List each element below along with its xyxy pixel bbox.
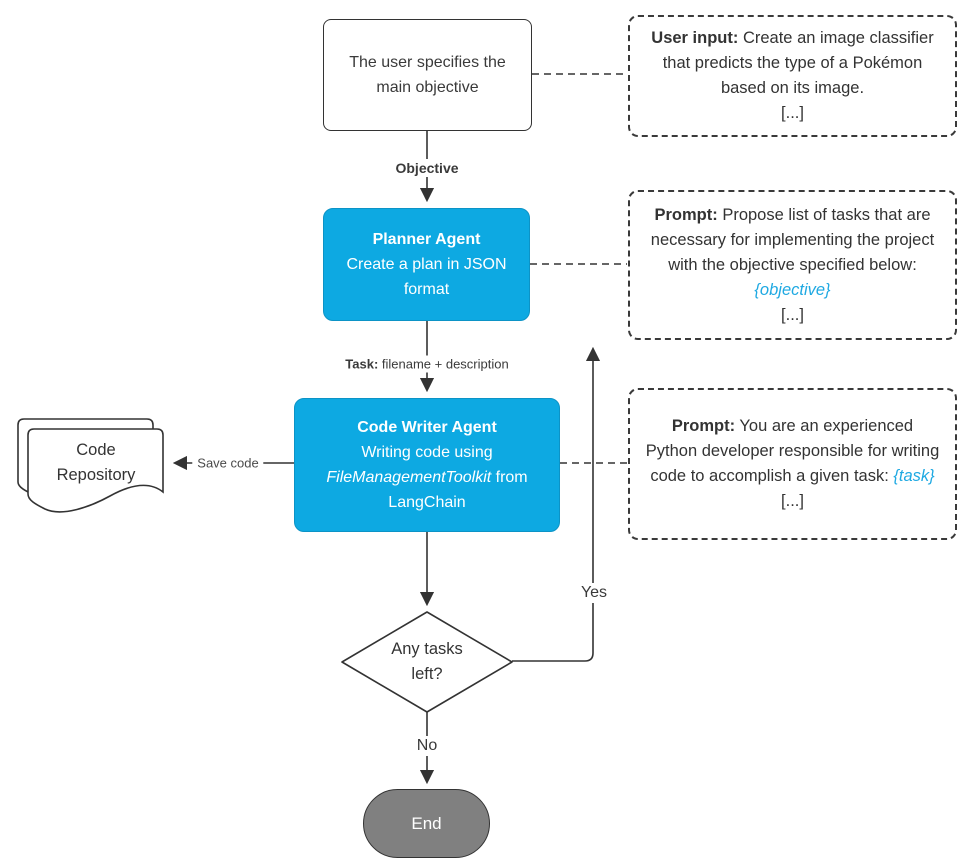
annotation-planner-prompt-body: Propose list of tasks that are necessary…	[650, 205, 935, 274]
annotation-planner-prompt-prefix: Prompt:	[654, 205, 718, 224]
planner-agent-subtitle: Create a plan in JSON format	[346, 256, 507, 298]
edge-label-objective: Objective	[390, 159, 464, 177]
end-node: End	[363, 789, 490, 858]
user-objective-text: The user specifies the main objective	[349, 54, 506, 96]
annotation-writer-prompt-token: {task}	[893, 467, 935, 485]
code-writer-agent-body: Writing code using FileManagementToolkit…	[305, 440, 549, 515]
edge-label-task: Task: filename + description	[340, 355, 514, 373]
annotation-writer-prompt-ellipsis: [...]	[781, 492, 804, 510]
annotation-user-input-body: Create an image classifier that predicts…	[662, 29, 934, 97]
annotation-user-input-text: User input: Create an image classifier t…	[644, 26, 941, 126]
annotation-planner-prompt-text: Prompt: Propose list of tasks that are n…	[644, 203, 941, 328]
annotation-writer-prompt-prefix: Prompt:	[671, 417, 736, 435]
edge-label-yes: Yes	[575, 583, 613, 603]
end-node-label: End	[411, 813, 442, 833]
annotation-user-input-ellipsis: [...]	[781, 104, 804, 122]
edge-label-save-code: Save code	[192, 454, 264, 472]
edge-label-task-bold: Task:	[345, 356, 379, 372]
document-shape-front	[27, 428, 164, 513]
edge-label-no: No	[411, 736, 443, 756]
planner-agent-node: Planner Agent Create a plan in JSON form…	[323, 208, 530, 321]
annotation-planner-prompt-ellipsis: [...]	[781, 305, 804, 324]
arrow-yes-loop	[512, 346, 601, 662]
annotation-user-input: User input: Create an image classifier t…	[628, 15, 957, 137]
decision-diamond-shape	[341, 611, 513, 713]
code-repository-label: Code Repository	[56, 441, 136, 484]
code-writer-body-toolkit: FileManagementToolkit	[326, 469, 492, 486]
code-writer-agent-title: Code Writer Agent	[357, 419, 497, 436]
code-writer-body-post: from LangChain	[388, 469, 528, 511]
annotation-planner-prompt-token: {objective}	[754, 280, 831, 299]
annotation-writer-prompt-text: Prompt: You are an experienced Python de…	[644, 414, 941, 514]
annotation-writer-prompt-body: You are an experienced Python developer …	[645, 417, 940, 485]
planner-agent-title: Planner Agent	[372, 231, 481, 248]
code-writer-body-pre: Writing code using	[361, 444, 493, 461]
edge-label-task-rest: filename + description	[378, 356, 509, 372]
annotation-planner-prompt: Prompt: Propose list of tasks that are n…	[628, 190, 957, 340]
decision-label: Any tasks left?	[391, 640, 463, 683]
annotation-user-input-prefix: User input:	[651, 29, 739, 47]
user-objective-node: The user specifies the main objective	[323, 19, 532, 131]
code-writer-agent-node: Code Writer Agent Writing code using Fil…	[294, 398, 560, 532]
annotation-writer-prompt: Prompt: You are an experienced Python de…	[628, 388, 957, 540]
